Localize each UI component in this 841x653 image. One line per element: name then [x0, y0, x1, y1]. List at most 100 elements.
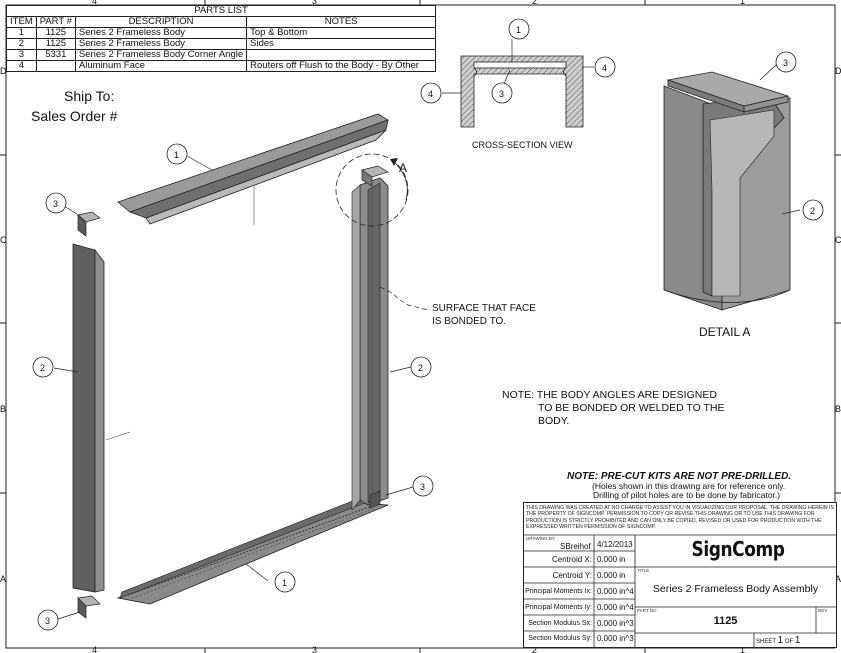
balloon-3-section: 3 — [491, 82, 513, 104]
svg-text:1: 1 — [282, 578, 287, 588]
zone-bottom-1: 1 — [740, 645, 745, 653]
prop-label: Section Modulus Sy: — [528, 635, 592, 642]
balloon-3-bottom-left: 3 — [37, 609, 59, 631]
row-item: 3 — [6, 49, 37, 61]
top-body-part — [117, 113, 389, 225]
balloon-group: 1 1 1 2 2 2 3 3 3 3 3 4 4 — [32, 18, 824, 631]
bottom-body-part — [116, 497, 389, 605]
body-note-line-2: TO BE BONDED OR WELDED TO THE — [538, 402, 725, 414]
col-description: DESCRIPTION — [74, 16, 248, 28]
cross-section-view — [460, 55, 584, 128]
detail-a-label: DETAIL A — [699, 325, 750, 339]
corner-angle-top-right — [361, 165, 389, 187]
drawn-by-label: DRAWING BY — [526, 536, 555, 541]
part-no-label: PART NO — [637, 608, 657, 613]
title-block: THIS DRAWING WAS CREATED AT NO CHARGE TO… — [523, 502, 837, 648]
svg-text:4: 4 — [428, 89, 433, 99]
row-notes: Sides — [246, 38, 437, 50]
sheet-total: 1 — [794, 635, 801, 646]
zone-right-a: A — [835, 574, 841, 584]
prop-label: Principal Moments Iy: — [525, 604, 592, 611]
table-row: 2 1125 Series 2 Frameless Body Sides — [6, 38, 437, 50]
corner-angle-top-left — [77, 211, 101, 237]
drawn-by: SBreihof — [560, 542, 591, 551]
prop-label: Section Modulus Sx: — [528, 620, 592, 627]
prop-label: Principal Moments Ix: — [525, 588, 592, 595]
zone-bottom-4: 4 — [92, 645, 97, 653]
detail-a-view — [663, 71, 791, 311]
svg-text:2: 2 — [418, 363, 423, 373]
drawing-title: Series 2 Frameless Body Assembly — [652, 583, 819, 595]
prop-value: 0.000 in^4 — [597, 587, 634, 596]
prop-value: 0.000 in — [597, 571, 626, 580]
svg-text:3: 3 — [420, 482, 425, 492]
row-part — [35, 60, 76, 72]
detail-circle-a — [335, 153, 409, 227]
svg-text:1: 1 — [174, 150, 179, 160]
svg-text:2: 2 — [810, 206, 815, 216]
balloon-4-left: 4 — [420, 82, 442, 104]
row-notes — [246, 49, 437, 61]
prop-value: 0.000 in^3 — [597, 619, 634, 628]
zone-left-d: D — [0, 66, 7, 76]
balloon-2-detail: 2 — [802, 199, 824, 221]
prop-label: Centroid Y: — [552, 571, 592, 580]
prop-value: 0.000 in — [597, 555, 626, 564]
row-notes: Top & Bottom — [246, 27, 437, 39]
table-row: 1 1125 Series 2 Frameless Body Top & Bot… — [6, 27, 437, 39]
col-item: ITEM — [6, 16, 37, 28]
svg-text:3: 3 — [53, 199, 58, 209]
left-side-body-part — [72, 243, 105, 593]
balloon-1-section: 1 — [508, 18, 530, 40]
corner-angle-bottom-left — [77, 595, 101, 619]
svg-text:3: 3 — [45, 616, 50, 626]
svg-text:3: 3 — [499, 89, 504, 99]
corner-angle-bottom-right — [369, 490, 381, 509]
title-block-grid — [524, 534, 836, 647]
ship-to-label: Ship To: — [64, 88, 114, 104]
zone-top-4: 4 — [92, 0, 97, 6]
zone-top-3: 3 — [312, 0, 317, 6]
zone-bottom-3: 3 — [312, 645, 317, 653]
table-row: 4 Aluminum Face Routers off Flush to the… — [6, 60, 437, 72]
surface-note-line-1: SURFACE THAT FACE — [432, 303, 536, 314]
sheet-indicator: SHEET 1 OF 1 — [756, 635, 800, 646]
balloon-3-top-left: 3 — [45, 192, 67, 214]
prop-value: 0.000 in^4 — [597, 603, 634, 612]
zone-left-a: A — [0, 574, 6, 584]
row-part: 5331 — [35, 49, 76, 61]
sales-order-label: Sales Order # — [31, 108, 118, 124]
part-number: 1125 — [713, 615, 738, 627]
balloon-1-bottom: 1 — [274, 571, 296, 593]
parts-list-title: PARTS LIST — [5, 5, 437, 17]
zone-top-2: 2 — [532, 0, 537, 6]
precut-note-title: NOTE: PRE-CUT KITS ARE NOT PRE-DRILLED. — [567, 471, 791, 482]
balloon-3-right: 3 — [412, 475, 434, 497]
zone-left-c: C — [0, 235, 7, 245]
row-part: 1125 — [35, 38, 76, 50]
col-part: PART # — [35, 16, 76, 28]
zone-top-1: 1 — [740, 0, 745, 6]
detail-marker-a: A — [399, 161, 407, 175]
precut-note-line-2: Drilling of pilot holes are to be done b… — [593, 490, 780, 500]
svg-text:3: 3 — [783, 58, 788, 68]
table-row: 3 5331 Series 2 Frameless Body Corner An… — [6, 49, 437, 61]
row-description: Series 2 Frameless Body — [74, 38, 248, 50]
prop-value: 0.000 in^3 — [597, 634, 634, 643]
body-note-line-3: BODY. — [538, 415, 569, 427]
row-item: 2 — [6, 38, 37, 50]
zone-left-b: B — [0, 404, 6, 414]
row-notes: Routers off Flush to the Body - By Other — [246, 60, 437, 72]
balloon-2-left: 2 — [32, 356, 54, 378]
row-description: Aluminum Face — [74, 60, 248, 72]
row-description: Series 2 Frameless Body — [74, 27, 248, 39]
zone-right-d: D — [835, 66, 841, 76]
row-item: 1 — [6, 27, 37, 39]
surface-note-line-2: IS BONDED TO. — [432, 316, 506, 327]
balloon-2-right: 2 — [410, 356, 432, 378]
right-side-body-part — [351, 177, 389, 511]
zone-bottom-2: 2 — [532, 645, 537, 653]
svg-text:1: 1 — [516, 25, 521, 35]
of-label: OF — [784, 639, 794, 645]
